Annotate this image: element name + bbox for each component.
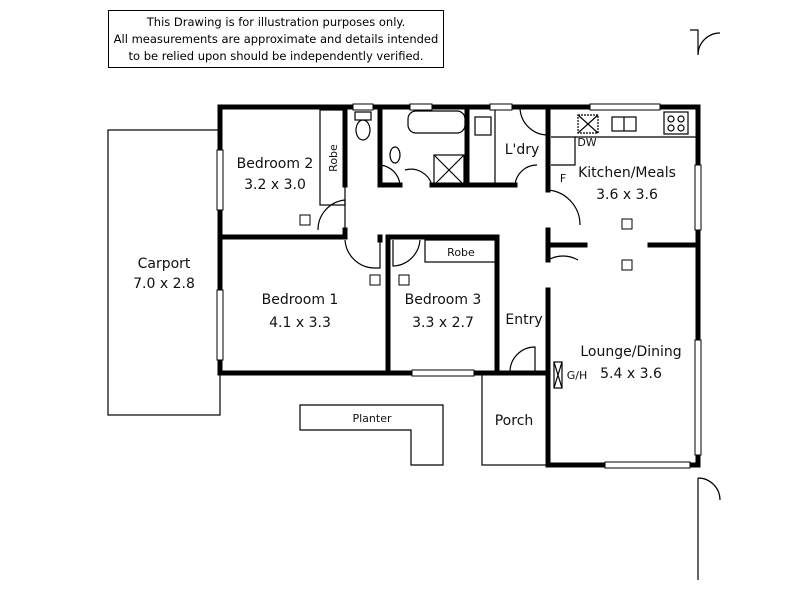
kitchen-size: 3.6 x 3.6 [596,187,658,203]
laundry-label: L'dry [505,142,540,158]
robe-bed3-label: Robe [447,246,475,259]
lounge-size: 5.4 x 3.6 [600,366,662,382]
room-labels: Bedroom 2 3.2 x 3.0 Bedroom 1 4.1 x 3.3 … [133,136,682,429]
carport-size: 7.0 x 2.8 [133,276,195,292]
fridge-label: F [560,172,566,185]
doors [317,29,721,580]
carport-name: Carport [138,256,191,272]
lounge-name: Lounge/Dining [580,344,681,360]
disclaimer-line: All measurements are approximate and det… [113,32,439,46]
planter-label: Planter [352,412,391,425]
windows [216,103,702,469]
disclaimer-line: This Drawing is for illustration purpose… [146,15,406,29]
planter-outline [299,404,444,466]
shower-icon [433,154,465,186]
disclaimer-box: This Drawing is for illustration purpose… [108,10,444,68]
bedroom3-size: 3.3 x 2.7 [412,315,474,331]
cooktop-icon [663,111,689,135]
bath-icon [407,110,466,134]
bedroom2-size: 3.2 x 3.0 [244,177,306,193]
basin-icon [389,146,401,164]
porch-label: Porch [495,413,534,429]
gas-heater-label: G/H [567,369,588,382]
bedroom1-size: 4.1 x 3.3 [269,315,331,331]
trough-icon [474,116,492,136]
bedroom1-name: Bedroom 1 [262,292,339,308]
fixtures [319,109,696,389]
dishwasher-label: DW [577,136,596,149]
vent-icons [299,214,633,286]
kitchen-name: Kitchen/Meals [578,165,676,181]
bedroom3-name: Bedroom 3 [405,292,482,308]
entry-label: Entry [505,312,542,328]
robe-bed2-outline [319,109,346,206]
toilet-icon [355,119,371,141]
bedroom2-name: Bedroom 2 [237,156,314,172]
disclaimer-line: to be relied upon should be independentl… [128,49,424,63]
robe-bed2-label: Robe [327,144,340,172]
carport-outline [107,129,221,416]
robe-bed3-outline [424,239,498,263]
dishwasher-icon [577,114,599,134]
